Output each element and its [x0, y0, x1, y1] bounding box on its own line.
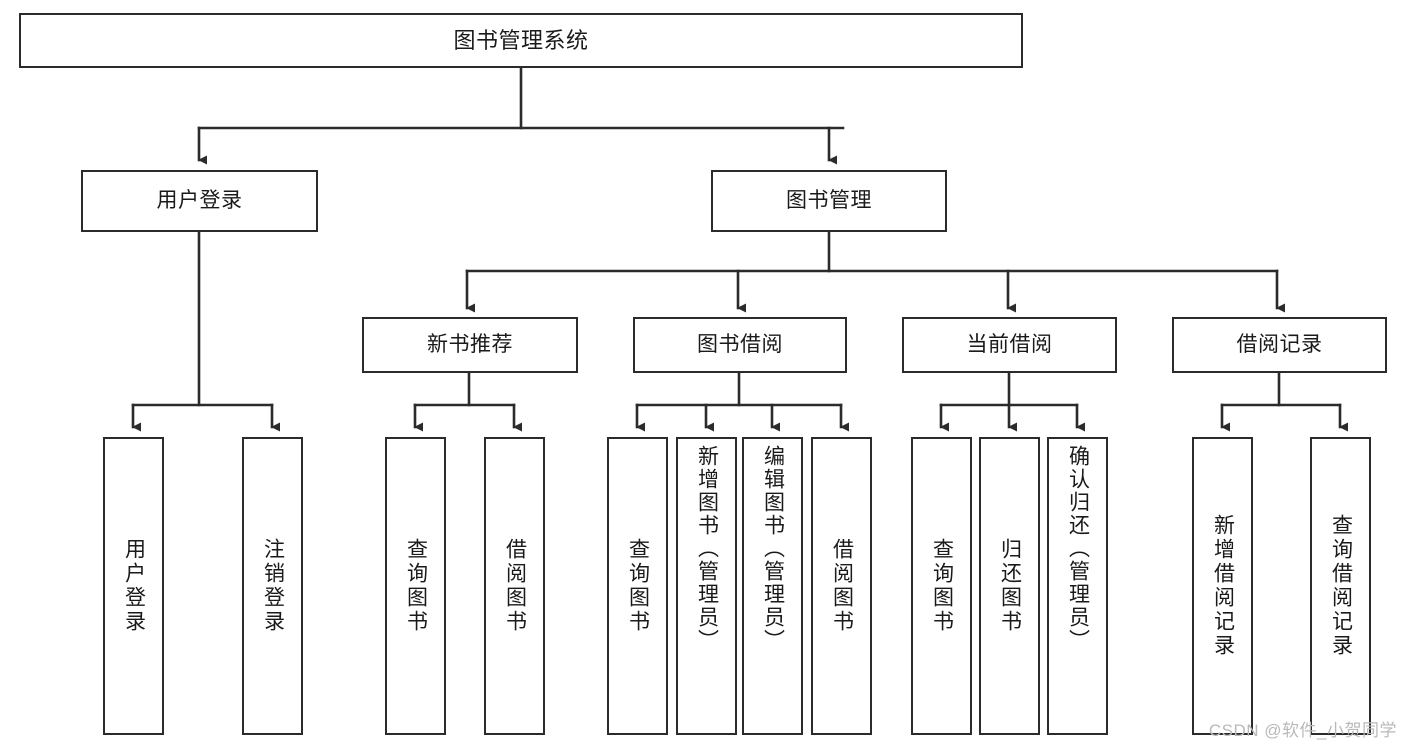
- watermark-text: CSDN @软件_小贺同学: [1208, 721, 1397, 740]
- node-label: 归还图书: [998, 538, 1022, 634]
- node-label: 图书管理系统: [453, 27, 589, 53]
- node-new-book-rec[interactable]: 新书推荐: [362, 317, 578, 373]
- node-label: 图书管理: [786, 188, 872, 212]
- node-label: 用户登录: [156, 188, 243, 212]
- node-leaf-query-book-3[interactable]: 查询图书: [911, 437, 972, 735]
- node-label: 编辑图书（管理员）: [761, 445, 785, 652]
- node-label: 查询借阅记录: [1329, 514, 1353, 658]
- node-leaf-return-book[interactable]: 归还图书: [979, 437, 1040, 735]
- node-root-book-management-system[interactable]: 图书管理系统: [19, 13, 1023, 68]
- node-label: 确认归还（管理员）: [1066, 445, 1090, 652]
- node-label: 当前借阅: [966, 332, 1053, 356]
- node-leaf-add-book[interactable]: 新增图书（管理员）: [676, 437, 737, 735]
- node-book-borrow[interactable]: 图书借阅: [633, 317, 847, 373]
- node-leaf-edit-book[interactable]: 编辑图书（管理员）: [742, 437, 803, 735]
- node-leaf-query-book-1[interactable]: 查询图书: [385, 437, 446, 735]
- node-book-manage[interactable]: 图书管理: [711, 170, 947, 232]
- node-user-login[interactable]: 用户登录: [81, 170, 318, 232]
- node-label: 借阅图书: [503, 538, 527, 634]
- node-leaf-confirm-return[interactable]: 确认归还（管理员）: [1047, 437, 1108, 735]
- node-label: 用户登录: [122, 538, 146, 634]
- node-label: 查询图书: [626, 538, 650, 634]
- node-label: 新书推荐: [427, 332, 513, 356]
- node-label: 新增图书（管理员）: [695, 445, 719, 652]
- node-leaf-user-logout[interactable]: 注销登录: [242, 437, 303, 735]
- node-borrow-record[interactable]: 借阅记录: [1172, 317, 1387, 373]
- node-label: 查询图书: [404, 538, 428, 634]
- node-leaf-borrow-book-1[interactable]: 借阅图书: [484, 437, 545, 735]
- node-label: 注销登录: [261, 538, 285, 634]
- node-leaf-query-book-2[interactable]: 查询图书: [607, 437, 668, 735]
- node-current-borrow[interactable]: 当前借阅: [902, 317, 1117, 373]
- node-label: 新增借阅记录: [1211, 514, 1235, 658]
- node-label: 借阅记录: [1236, 332, 1323, 356]
- node-label: 图书借阅: [697, 332, 783, 356]
- node-leaf-user-login[interactable]: 用户登录: [103, 437, 164, 735]
- node-label: 借阅图书: [830, 538, 854, 634]
- node-leaf-borrow-book-2[interactable]: 借阅图书: [811, 437, 872, 735]
- node-leaf-add-record[interactable]: 新增借阅记录: [1192, 437, 1253, 735]
- node-label: 查询图书: [930, 538, 954, 634]
- node-leaf-query-record[interactable]: 查询借阅记录: [1310, 437, 1371, 735]
